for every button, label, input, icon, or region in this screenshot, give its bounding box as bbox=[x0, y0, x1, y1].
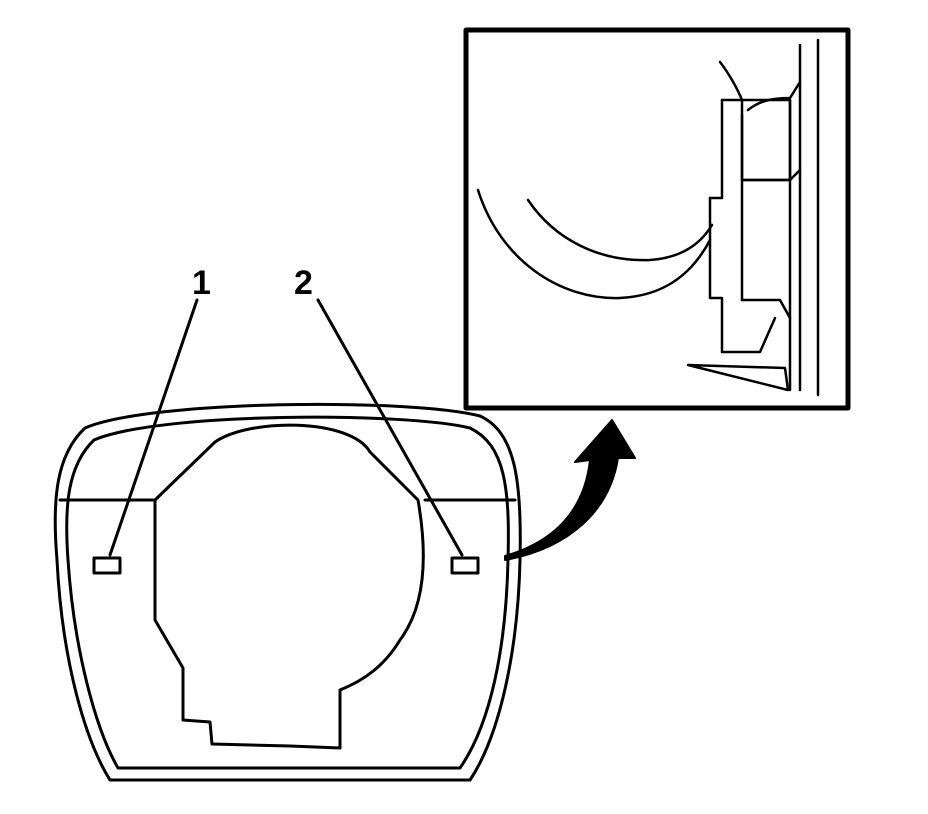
callout-label-1: 1 bbox=[192, 264, 211, 302]
leader-line-1 bbox=[110, 300, 197, 555]
detail-arrow bbox=[505, 420, 635, 560]
airbag-cover-outer bbox=[55, 404, 520, 780]
clip-slot-2 bbox=[452, 558, 478, 573]
detail-clip-closeup bbox=[478, 40, 818, 395]
center-emblem-outline bbox=[155, 425, 423, 748]
clip-slot-1 bbox=[94, 558, 120, 573]
leader-line-2 bbox=[318, 300, 462, 555]
detail-inset-frame bbox=[466, 30, 848, 408]
airbag-cover-inner bbox=[67, 417, 509, 768]
callout-label-2: 2 bbox=[294, 264, 313, 302]
